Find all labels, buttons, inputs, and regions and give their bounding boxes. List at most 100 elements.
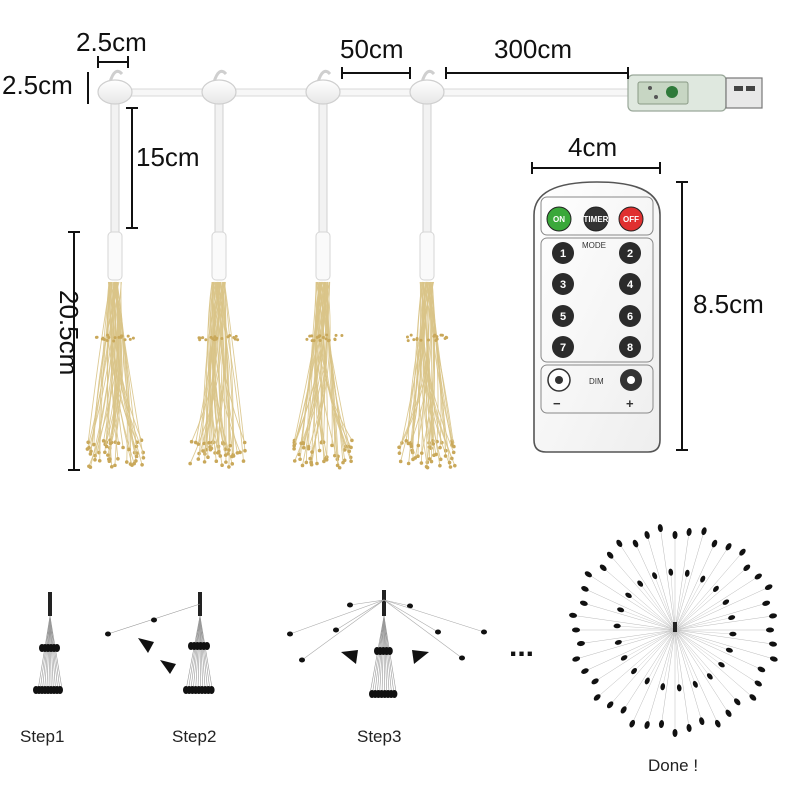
- burst-led: [762, 600, 771, 607]
- tassel-led: [336, 464, 340, 468]
- step2-pulled-led: [151, 618, 157, 623]
- burst-strand: [629, 595, 675, 630]
- burst-led: [686, 724, 692, 733]
- tassel-led: [330, 444, 334, 448]
- tassel-led: [434, 453, 438, 457]
- burst-led: [660, 683, 666, 691]
- tassel-led: [293, 459, 297, 463]
- tassel-led: [409, 442, 413, 446]
- step1-art: [33, 592, 63, 694]
- done-label: Done !: [648, 756, 698, 775]
- tassel-led: [220, 463, 224, 467]
- tassel-led: [89, 449, 93, 453]
- tassel: [292, 282, 353, 470]
- tassel-bead: [427, 339, 430, 342]
- tassel: [188, 282, 246, 469]
- bulb: [306, 80, 340, 104]
- burst-led: [614, 639, 622, 645]
- burst-led: [584, 570, 593, 579]
- tassel-led: [227, 465, 231, 469]
- tassel-led: [203, 460, 207, 464]
- tassel-bead: [327, 339, 330, 342]
- tassel-led: [444, 454, 448, 458]
- tassel-bead: [444, 337, 447, 340]
- remote-btn-label: ON: [553, 215, 565, 224]
- tassel-led: [207, 441, 211, 445]
- burst-strand: [675, 573, 687, 630]
- tassel-led: [348, 450, 352, 454]
- label-bulb-width: 2.5cm: [76, 27, 147, 57]
- burst-strand: [663, 630, 675, 687]
- step3-led: [391, 690, 397, 698]
- tassel-led: [87, 446, 91, 450]
- burst-led: [769, 655, 778, 662]
- burst-led: [766, 628, 774, 633]
- tassel-bead: [435, 335, 438, 338]
- tassel-group: [86, 282, 457, 470]
- remote-number-label: 6: [627, 311, 633, 323]
- tassel-led: [420, 461, 424, 465]
- tassel-bead: [204, 338, 207, 341]
- burst-led: [673, 729, 678, 737]
- tassel-led: [215, 459, 219, 463]
- burst-led: [769, 613, 778, 619]
- tassel-led: [98, 459, 102, 463]
- burst-strand: [675, 630, 773, 644]
- tassel-led: [236, 451, 240, 455]
- tassel-bead: [232, 336, 235, 339]
- remote-number-label: 1: [560, 248, 566, 260]
- tassel-led: [301, 464, 305, 468]
- burst-strand: [603, 568, 675, 630]
- burst-strand: [619, 543, 675, 630]
- tassel-bead: [129, 338, 132, 341]
- step3-led: [387, 647, 393, 655]
- step2-led: [204, 642, 210, 650]
- burst-led: [698, 717, 705, 726]
- burst-strand: [675, 630, 689, 728]
- step1-label: Step1: [20, 727, 64, 746]
- tassel-led: [292, 444, 296, 448]
- remote-number-label: 8: [627, 342, 633, 354]
- step1-cap: [48, 592, 52, 616]
- step3-pulled-led: [287, 632, 293, 637]
- burst-led: [569, 612, 578, 618]
- tassel-led: [305, 461, 309, 465]
- remote-btn-label: OFF: [623, 215, 639, 224]
- tassel-bead: [420, 339, 423, 342]
- tassel-led: [117, 441, 121, 445]
- burst-led: [619, 705, 628, 714]
- tassel-led: [206, 455, 210, 459]
- remote-minus: −: [553, 396, 561, 411]
- burst-center: [673, 622, 677, 632]
- tassel-led: [420, 451, 424, 455]
- steps-ellipsis: ...: [509, 630, 534, 663]
- burst-strand: [675, 630, 710, 676]
- burst-led: [764, 583, 773, 591]
- tassel-led: [243, 441, 247, 445]
- remote-number-label: 7: [560, 342, 566, 354]
- tassel-led: [299, 441, 303, 445]
- tassel-led: [243, 449, 247, 453]
- burst-led: [684, 569, 690, 577]
- burst-led: [658, 720, 664, 729]
- tassel-bead: [333, 338, 336, 341]
- tassel-bead: [316, 336, 319, 339]
- tassel-cap: [420, 232, 434, 280]
- step-illustrations: [33, 524, 778, 737]
- burst-strand: [573, 615, 675, 630]
- tassel-led: [142, 456, 146, 460]
- tassel-bead: [132, 337, 135, 340]
- burst-led: [572, 628, 580, 633]
- tassel-led: [135, 455, 139, 459]
- burst-led: [714, 719, 722, 728]
- tassel-bead: [201, 336, 204, 339]
- tassel-led: [308, 457, 312, 461]
- tassel-led: [197, 457, 201, 461]
- tassel-led: [438, 464, 442, 468]
- tassel-led: [105, 445, 109, 449]
- burst-led: [651, 571, 658, 579]
- tassel-bead: [439, 334, 442, 337]
- step1-led: [54, 644, 60, 652]
- label-spacing: 50cm: [340, 34, 404, 64]
- tassel-led: [201, 449, 205, 453]
